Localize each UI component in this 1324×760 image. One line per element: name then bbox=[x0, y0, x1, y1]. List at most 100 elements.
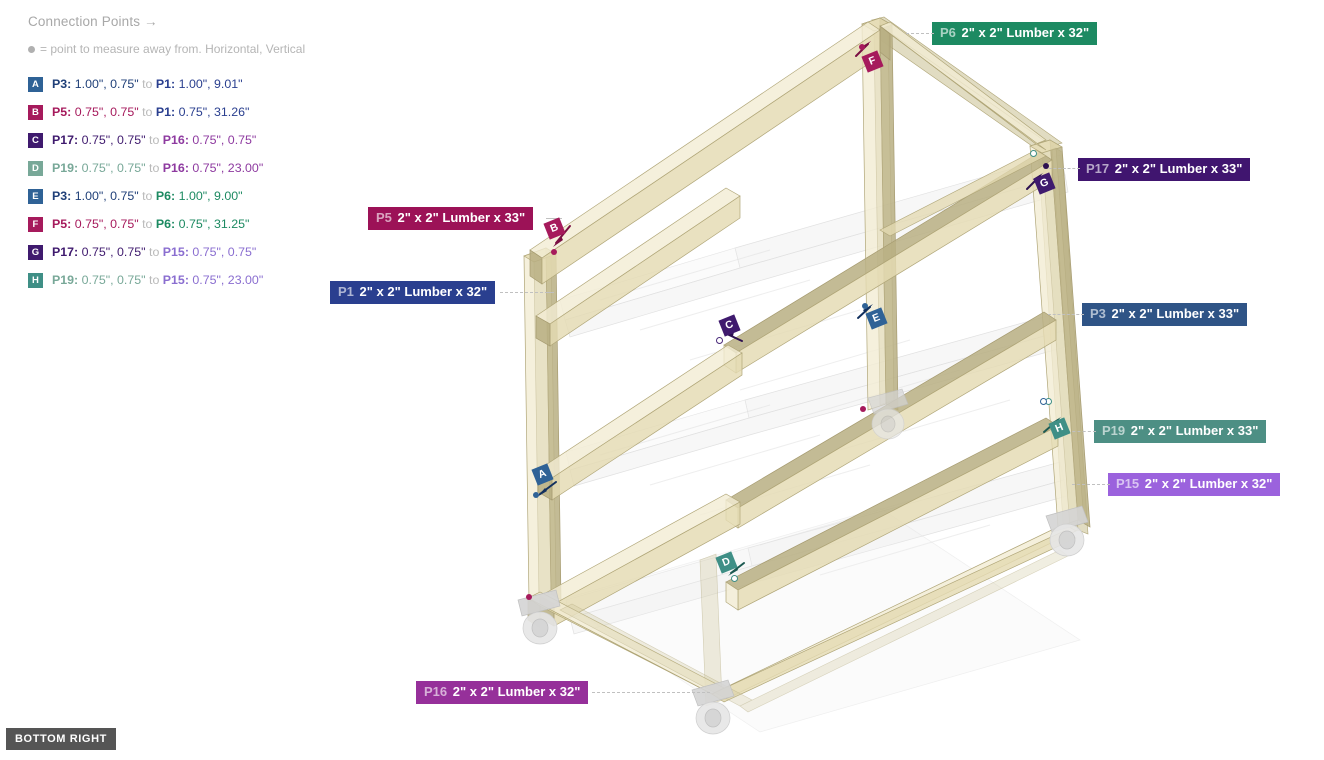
leader-line bbox=[906, 33, 934, 34]
part-label-description: 2" x 2" Lumber x 32" bbox=[452, 684, 581, 699]
view-orientation-badge: BOTTOM RIGHT bbox=[6, 728, 116, 750]
connection-points-legend: Connection Points → = point to measure a… bbox=[28, 14, 348, 294]
part-label-p19[interactable]: P19 2" x 2" Lumber x 33" bbox=[1094, 420, 1267, 443]
shelf2-rail-cross bbox=[725, 311, 1057, 529]
legend-subtitle-text: = point to measure away from. Horizontal… bbox=[40, 42, 306, 56]
marker-arrows bbox=[537, 41, 1061, 576]
connection-point-badge: E bbox=[28, 188, 43, 204]
shelf3-rail-left bbox=[539, 493, 741, 627]
part-label-id: P15 bbox=[1116, 476, 1140, 491]
part-label-id: P17 bbox=[1086, 161, 1110, 176]
part-label-description: 2" x 2" Lumber x 33" bbox=[1130, 423, 1259, 438]
part-label-id: P5 bbox=[376, 210, 392, 225]
rail-bottom-ghost bbox=[559, 549, 1069, 713]
connection-point-row: A P3: 1.00", 0.75" to P1: 1.00", 9.01" bbox=[28, 70, 348, 98]
legend-title: Connection Points → bbox=[28, 14, 158, 29]
connection-point-dot bbox=[716, 337, 723, 344]
connection-point-badge: C bbox=[28, 132, 43, 148]
connection-marker-f[interactable]: F bbox=[861, 50, 884, 73]
measure-point-dot-icon bbox=[28, 45, 35, 53]
connection-point-badge: B bbox=[28, 104, 43, 120]
connection-point-row: G P17: 0.75", 0.75" to P15: 0.75", 0.75" bbox=[28, 238, 348, 266]
connection-marker-b[interactable]: B bbox=[543, 217, 566, 240]
connection-marker-e[interactable]: E bbox=[865, 307, 888, 330]
leg-front-left-inner bbox=[533, 255, 557, 598]
connection-point-row: C P17: 0.75", 0.75" to P16: 0.75", 0.75" bbox=[28, 126, 348, 154]
connection-point-dot bbox=[1040, 398, 1047, 405]
leader-line bbox=[548, 292, 554, 293]
connection-point-row: B P5: 0.75", 0.75" to P1: 0.75", 31.26" bbox=[28, 98, 348, 126]
connection-point-text: P19: 0.75", 0.75" to P16: 0.75", 23.00" bbox=[52, 161, 264, 175]
connection-point-dot bbox=[551, 249, 557, 255]
part-label-description: 2" x 2" Lumber x 33" bbox=[397, 210, 526, 225]
connection-point-text: P5: 0.75", 0.75" to P6: 0.75", 31.25" bbox=[52, 217, 250, 231]
part-label-p5[interactable]: P5 2" x 2" Lumber x 33" bbox=[368, 207, 534, 230]
deck-ghost bbox=[559, 507, 1081, 733]
connection-point-text: P17: 0.75", 0.75" to P16: 0.75", 0.75" bbox=[52, 133, 257, 147]
part-label-description: 2" x 2" Lumber x 33" bbox=[1111, 306, 1240, 321]
part-label-p1[interactable]: P1 2" x 2" Lumber x 32" bbox=[330, 281, 496, 304]
part-label-id: P19 bbox=[1102, 423, 1126, 438]
part-label-id: P6 bbox=[940, 25, 956, 40]
part-label-p6[interactable]: P6 2" x 2" Lumber x 32" bbox=[932, 22, 1098, 45]
connection-point-text: P19: 0.75", 0.75" to P15: 0.75", 23.00" bbox=[52, 273, 264, 287]
connection-point-badge: A bbox=[28, 76, 43, 92]
leader-line bbox=[1072, 484, 1110, 485]
leg-center bbox=[861, 17, 899, 411]
part-label-description: 2" x 2" Lumber x 32" bbox=[359, 284, 488, 299]
connection-point-badge: G bbox=[28, 244, 43, 260]
part-label-p3[interactable]: P3 2" x 2" Lumber x 33" bbox=[1082, 303, 1248, 326]
rail-bottom-right bbox=[711, 523, 1077, 703]
part-label-id: P1 bbox=[338, 284, 354, 299]
part-label-id: P16 bbox=[424, 684, 448, 699]
leader-line bbox=[1062, 431, 1096, 432]
rail-top-left-long bbox=[529, 21, 881, 285]
leg-center-inner bbox=[873, 25, 895, 406]
connection-point-text: P5: 0.75", 0.75" to P1: 0.75", 31.26" bbox=[52, 105, 250, 119]
shelf1-rail-cross bbox=[723, 151, 1053, 374]
leg-right-inner bbox=[1041, 147, 1085, 529]
leader-line bbox=[1048, 314, 1084, 315]
part-label-p17[interactable]: P17 2" x 2" Lumber x 33" bbox=[1078, 158, 1251, 181]
part-label-p15[interactable]: P15 2" x 2" Lumber x 32" bbox=[1108, 473, 1281, 496]
part-label-description: 2" x 2" Lumber x 32" bbox=[961, 25, 1090, 40]
shelf-panels bbox=[559, 154, 1070, 635]
part-label-id: P3 bbox=[1090, 306, 1106, 321]
connection-marker-g[interactable]: G bbox=[1033, 172, 1056, 195]
connection-point-badge: D bbox=[28, 160, 43, 176]
caster-right bbox=[1045, 505, 1089, 557]
connection-point-row: D P19: 0.75", 0.75" to P16: 0.75", 23.00" bbox=[28, 154, 348, 182]
connection-point-dot bbox=[862, 303, 868, 309]
caster-front-left bbox=[517, 589, 561, 645]
model-geometry bbox=[517, 16, 1091, 735]
legend-subtitle: = point to measure away from. Horizontal… bbox=[28, 42, 348, 56]
connection-marker-d[interactable]: D bbox=[715, 551, 738, 574]
connection-point-dot bbox=[859, 44, 865, 50]
leader-line bbox=[500, 292, 548, 293]
connection-point-text: P17: 0.75", 0.75" to P15: 0.75", 0.75" bbox=[52, 245, 257, 259]
connection-marker-c[interactable]: C bbox=[718, 314, 741, 337]
caster-bottom bbox=[691, 679, 735, 735]
shelf1-rail-left bbox=[535, 187, 741, 347]
connection-point-text: P3: 1.00", 0.75" to P1: 1.00", 9.01" bbox=[52, 77, 243, 91]
leader-line bbox=[592, 692, 710, 693]
connection-point-list: A P3: 1.00", 0.75" to P1: 1.00", 9.01" B P5… bbox=[28, 70, 348, 294]
connection-marker-h[interactable]: H bbox=[1048, 417, 1071, 440]
shelf2-rail-left bbox=[537, 344, 743, 501]
connection-point-dot bbox=[1043, 163, 1049, 169]
part-label-description: 2" x 2" Lumber x 32" bbox=[1144, 476, 1273, 491]
connection-point-dot bbox=[1030, 150, 1037, 157]
shelf1-rail-right bbox=[879, 149, 1047, 237]
connection-point-dot bbox=[860, 406, 866, 412]
connection-marker-a[interactable]: A bbox=[531, 463, 554, 486]
connection-point-badge: H bbox=[28, 272, 43, 288]
leg-far-right bbox=[1037, 145, 1089, 537]
connection-point-dot bbox=[533, 492, 539, 498]
leg-right bbox=[1029, 139, 1091, 528]
connection-point-row: H P19: 0.75", 0.75" to P15: 0.75", 23.00" bbox=[28, 266, 348, 294]
part-label-p16[interactable]: P16 2" x 2" Lumber x 32" bbox=[416, 681, 589, 704]
connection-point-dot bbox=[526, 594, 532, 600]
